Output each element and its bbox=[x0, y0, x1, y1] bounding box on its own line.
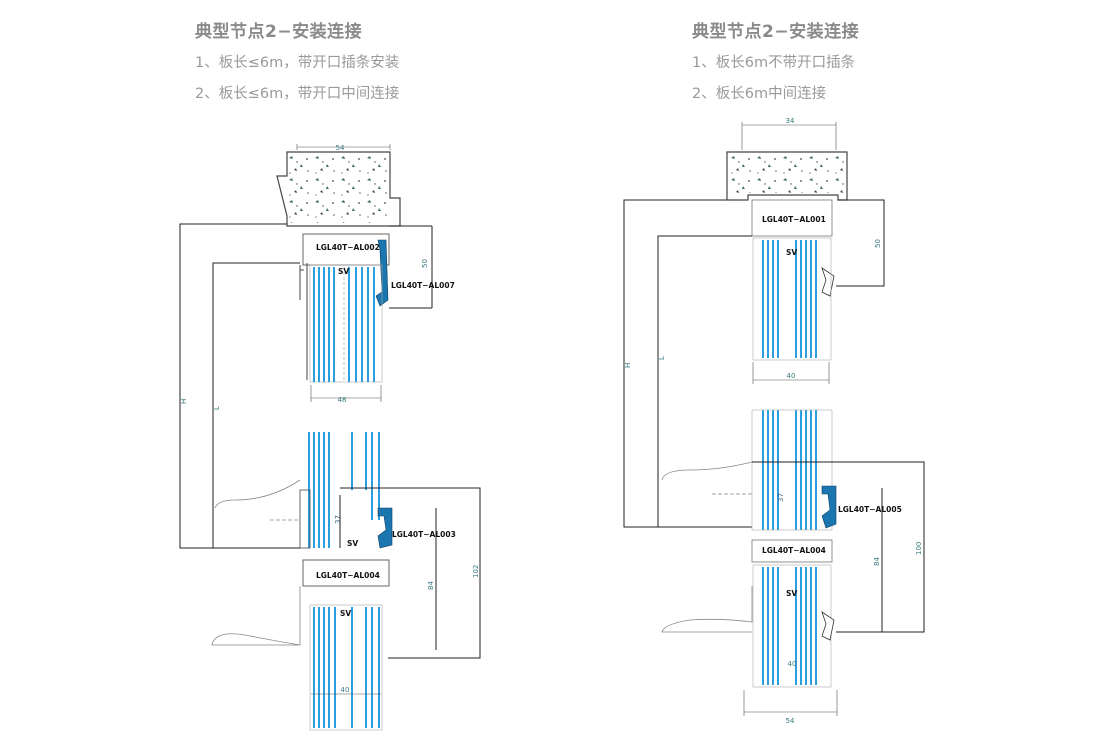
left-caption-line-1: 1、板长≤6m，带开口插条安装 bbox=[195, 55, 400, 71]
right-caption-line-1: 1、板长6m不带开口插条 bbox=[692, 55, 856, 71]
right-dim-34: 34 bbox=[786, 117, 795, 125]
left-dim-50: 50 bbox=[421, 259, 429, 268]
left-concrete-block: 54 bbox=[276, 144, 401, 227]
left-dims-H-L: H L bbox=[179, 223, 300, 549]
left-caption: 典型节点2−安装连接 1、板长≤6m，带开口插条安装 2、板长≤6m，带开口中间… bbox=[195, 17, 399, 113]
left-label-al003: LGL40T−AL003 bbox=[392, 530, 456, 539]
left-dim-L: L bbox=[213, 406, 221, 410]
right-bottom-panel: LGL40T−AL004 SV 40 54 bbox=[661, 539, 838, 725]
left-dim-84: 84 bbox=[427, 581, 435, 590]
right-drawing: 34 LGL40T−AL001 50 SV 40 bbox=[623, 117, 925, 725]
left-top-glass: SV 48 bbox=[309, 264, 383, 404]
right-top-profile: LGL40T−AL001 50 bbox=[751, 199, 885, 297]
right-concrete-block: 34 bbox=[726, 117, 848, 201]
right-label-al005: LGL40T−AL005 bbox=[838, 505, 902, 514]
left-dim-102: 102 bbox=[472, 565, 480, 578]
left-label-al007: LGL40T−AL007 bbox=[391, 281, 455, 290]
right-dim-84: 84 bbox=[873, 557, 881, 566]
right-caption-line-2: 2、板长6m中间连接 bbox=[692, 86, 827, 102]
right-dim-50: 50 bbox=[874, 239, 882, 248]
left-bottom-panel: LGL40T−AL004 SV 40 bbox=[211, 559, 390, 731]
right-sv-top: SV bbox=[786, 248, 797, 257]
left-label-al002: LGL40T−AL002 bbox=[316, 243, 380, 252]
left-sv-bottom: SV bbox=[340, 609, 351, 618]
left-caption-line-2: 2、板长≤6m，带开口中间连接 bbox=[195, 86, 400, 102]
right-dim-40-bottom: 40 bbox=[788, 660, 797, 668]
left-dim-48: 48 bbox=[338, 396, 347, 404]
left-dim-37: 37 bbox=[334, 515, 342, 524]
right-caption-title: 典型节点2−安装连接 bbox=[692, 22, 860, 42]
right-dim-40-top: 40 bbox=[787, 372, 796, 380]
right-dims-H-L: H L bbox=[623, 199, 752, 528]
left-caption-title: 典型节点2−安装连接 bbox=[195, 22, 363, 42]
right-dim-37: 37 bbox=[777, 493, 785, 502]
left-dim-H: H bbox=[180, 399, 188, 404]
right-label-al004: LGL40T−AL004 bbox=[762, 546, 826, 555]
left-dim-54-top: 54 bbox=[336, 144, 345, 152]
right-dim-L: L bbox=[658, 356, 666, 360]
right-sv-bottom: SV bbox=[786, 589, 797, 598]
right-top-glass: SV 40 bbox=[752, 237, 832, 384]
right-dim-H: H bbox=[624, 363, 632, 368]
right-dim-100: 100 bbox=[915, 542, 923, 555]
right-mid-glass: 37 LGL40T−AL005 84 100 bbox=[661, 409, 925, 633]
right-dim-54: 54 bbox=[786, 717, 795, 725]
left-drawing: 54 LGL40T−AL002 LGL40T−AL007 50 bbox=[179, 144, 481, 731]
left-mid-glass: 37 SV LGL40T−AL003 84 102 bbox=[214, 432, 481, 659]
left-label-al004: LGL40T−AL004 bbox=[316, 571, 380, 580]
left-dim-40: 40 bbox=[341, 686, 350, 694]
left-sv-mid: SV bbox=[347, 539, 358, 548]
left-sv-top: SV bbox=[338, 267, 349, 276]
right-caption: 典型节点2−安装连接 1、板长6m不带开口插条 2、板长6m中间连接 bbox=[692, 17, 859, 113]
right-label-al001: LGL40T−AL001 bbox=[762, 215, 826, 224]
